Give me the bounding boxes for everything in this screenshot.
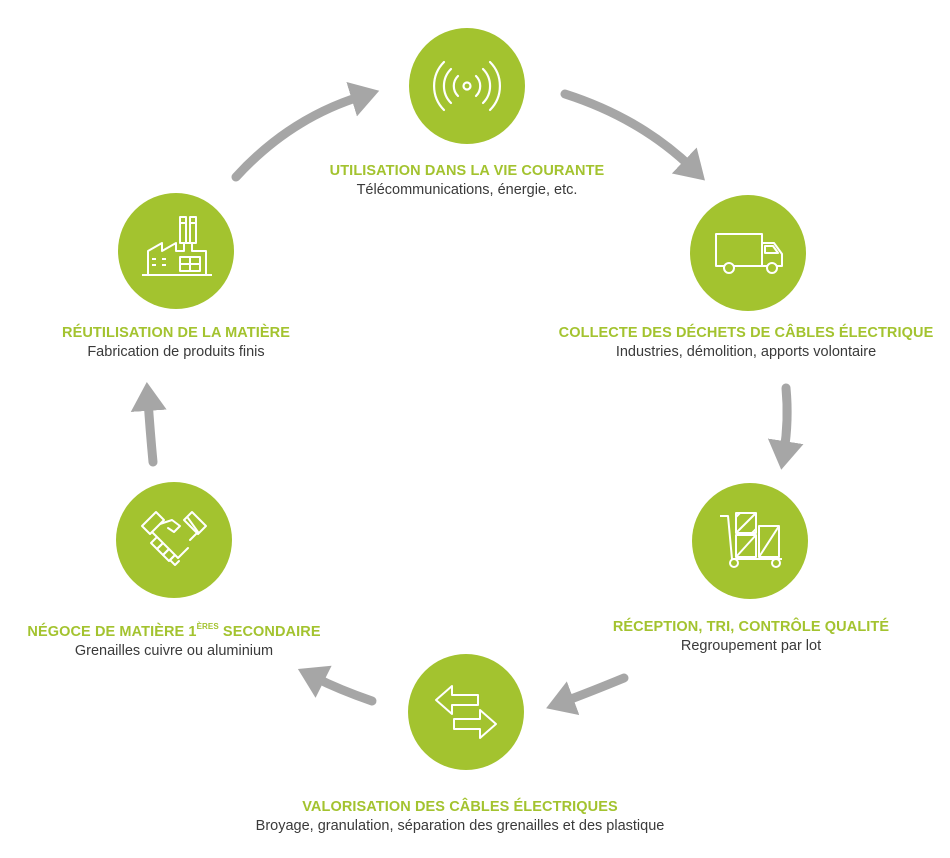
negoce-subtitle: Grenailles cuivre ou aluminium xyxy=(74,643,274,659)
hand-truck-boxes-icon xyxy=(720,512,782,568)
handshake-icon xyxy=(141,511,207,566)
reutilisation-subtitle: Fabrication de produits finis xyxy=(87,344,265,360)
utilisation-subtitle: Télécommunications, énergie, etc. xyxy=(356,182,578,198)
truck-icon xyxy=(715,233,783,274)
valorisation-node xyxy=(408,654,524,770)
wireless-signal-icon xyxy=(433,60,501,112)
collecte-node xyxy=(690,195,806,311)
arrow-negoce-to-reutilisation xyxy=(130,382,167,467)
reutilisation-title: RÉUTILISATION DE LA MATIÈRE xyxy=(62,325,290,341)
arrow-reception-to-valorisation xyxy=(546,673,629,716)
collecte-subtitle: Industries, démolition, apports volontai… xyxy=(615,344,877,360)
arrow-reutilisation-to-utilisation xyxy=(231,81,380,182)
valorisation-subtitle: Broyage, granulation, séparation des gre… xyxy=(255,818,665,834)
valorisation-title: VALORISATION DES CÂBLES ÉLECTRIQUES xyxy=(302,799,618,815)
reception-title: RÉCEPTION, TRI, CONTRÔLE QUALITÉ xyxy=(612,619,890,635)
negoce-node xyxy=(116,482,232,598)
reception-node xyxy=(692,483,808,599)
reception-subtitle: Regroupement par lot xyxy=(680,638,822,654)
negoce-title: NÉGOCE DE MATIÈRE 1ÈRES SECONDAIRE xyxy=(4,618,344,641)
exchange-arrows-icon xyxy=(435,685,497,739)
negoce-title-suffix: SECONDAIRE xyxy=(218,624,321,640)
utilisation-title: UTILISATION DANS LA VIE COURANTE xyxy=(329,163,605,179)
arrow-collecte-to-reception xyxy=(767,383,804,470)
utilisation-node xyxy=(409,28,525,144)
reutilisation-label: RÉUTILISATION DE LA MATIÈRE Fabrication … xyxy=(20,324,332,362)
negoce-title-prefix: NÉGOCE DE MATIÈRE 1 xyxy=(27,624,197,640)
utilisation-label: UTILISATION DANS LA VIE COURANTE Télécom… xyxy=(300,162,634,200)
arrow-utilisation-to-collecte xyxy=(560,89,705,181)
collecte-title: COLLECTE DES DÉCHETS DE CÂBLES ÉLECTRIQU… xyxy=(558,325,934,341)
arrow-valorisation-to-negoce xyxy=(297,665,377,706)
valorisation-label: VALORISATION DES CÂBLES ÉLECTRIQUES Broy… xyxy=(180,798,740,836)
negoce-title-superscript: ÈRES xyxy=(196,622,219,631)
collecte-label: COLLECTE DES DÉCHETS DE CÂBLES ÉLECTRIQU… xyxy=(546,324,946,362)
factory-icon xyxy=(142,216,212,276)
reutilisation-node xyxy=(118,193,234,309)
negoce-label: NÉGOCE DE MATIÈRE 1ÈRES SECONDAIRE Grena… xyxy=(4,618,344,661)
reception-label: RÉCEPTION, TRI, CONTRÔLE QUALITÉ Regroup… xyxy=(576,618,926,656)
